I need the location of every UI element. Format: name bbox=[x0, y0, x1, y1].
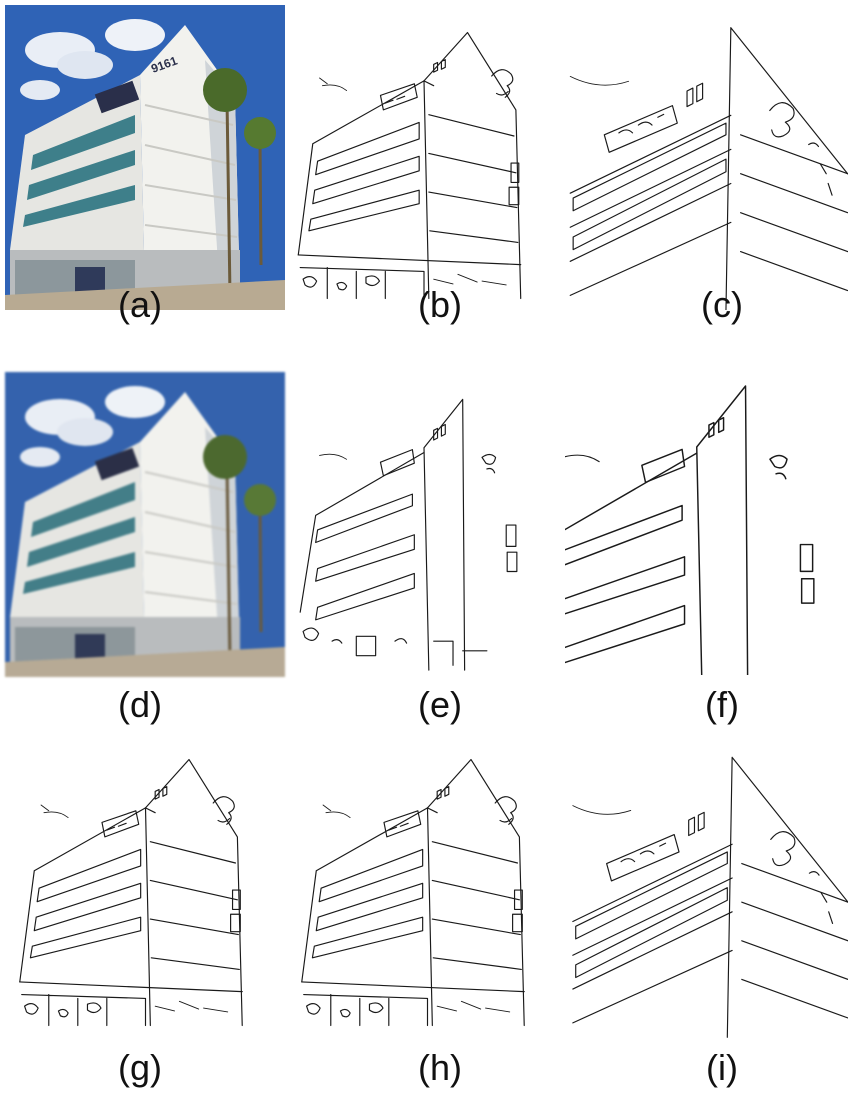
panel-c-edges bbox=[565, 18, 848, 310]
panel-e-edges bbox=[286, 380, 562, 675]
panel-g-edges bbox=[8, 745, 283, 1040]
caption-g: (g) bbox=[118, 1047, 162, 1088]
caption-e: (e) bbox=[418, 684, 462, 725]
panel-b-edges bbox=[286, 18, 562, 313]
panel-f-edges bbox=[565, 380, 848, 675]
panel-d-photo bbox=[5, 372, 285, 677]
panel-a-photo: 9161 bbox=[5, 5, 285, 310]
caption-i: (i) bbox=[706, 1047, 738, 1088]
caption-h: (h) bbox=[418, 1047, 462, 1088]
caption-f: (f) bbox=[705, 684, 739, 725]
panel-i-edges bbox=[568, 745, 848, 1040]
caption-b: (b) bbox=[418, 284, 462, 325]
caption-a: (a) bbox=[118, 284, 162, 325]
caption-c: (c) bbox=[701, 284, 743, 325]
caption-d: (d) bbox=[118, 684, 162, 725]
panel-h-edges bbox=[290, 745, 565, 1040]
